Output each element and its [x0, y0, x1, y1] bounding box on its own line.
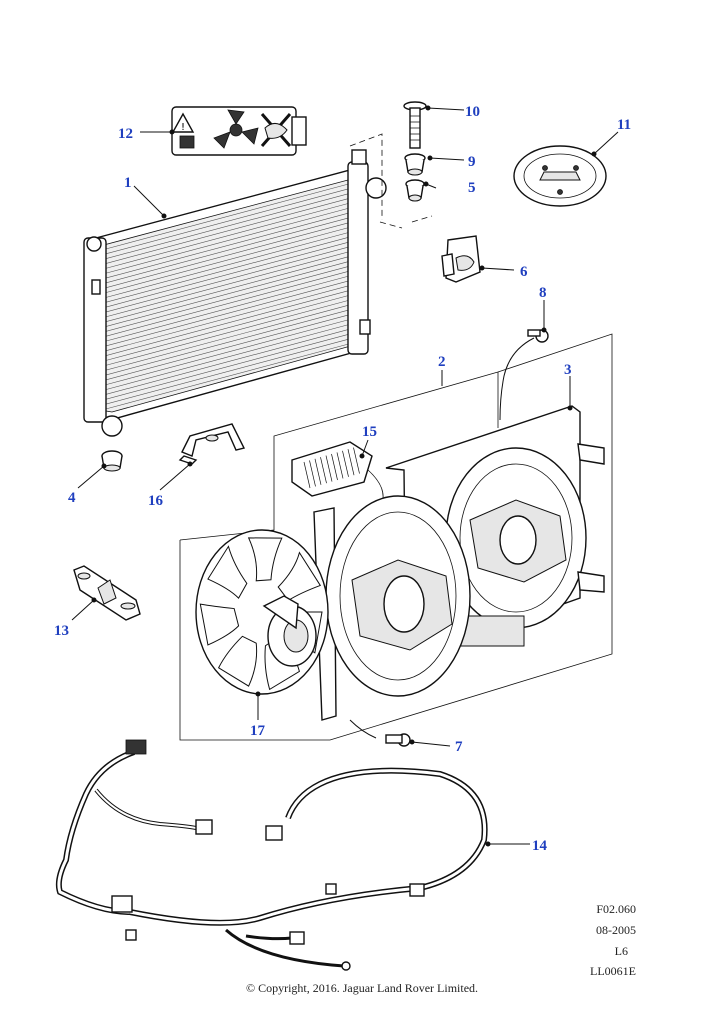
figure-level: L6: [614, 944, 628, 958]
callout-15: 15: [362, 424, 377, 440]
radiator-fin-line: [101, 317, 357, 387]
radiator-fin-line: [101, 210, 357, 280]
fan-blade: [277, 551, 322, 602]
figure-date: 08-2005: [596, 923, 636, 937]
callout-12: 12: [118, 126, 133, 142]
illustration-id: LL0061E: [590, 964, 636, 978]
callout-13: 13: [54, 623, 69, 639]
module-fin-line: [309, 460, 316, 487]
radiator-fin-line: [101, 288, 357, 357]
wiring-harness-part-14: [55, 739, 488, 971]
callout-4: 4: [68, 490, 76, 506]
radiator-fin-line: [101, 336, 357, 406]
clip-part-6: [441, 235, 481, 283]
radiator-fin-line: [101, 220, 357, 290]
grommet-part-9: [404, 153, 426, 176]
radiator-fin-line: [101, 186, 357, 256]
radiator-fin-line: [101, 293, 357, 362]
radiator-fin-line: [101, 235, 357, 304]
radiator-fin-line: [101, 230, 357, 299]
radiator-fin-line: [101, 332, 357, 401]
radiator-fin-line: [101, 268, 357, 338]
radiator-fin-line: [101, 278, 357, 348]
radiator-fin-line: [101, 249, 357, 319]
callout-17: 17: [250, 723, 266, 739]
radiator-fin-line: [101, 191, 357, 260]
callout-10: 10: [465, 104, 480, 120]
radiator-fin-line: [101, 302, 357, 372]
module-fin-line: [347, 449, 355, 476]
fan-blade: [217, 635, 258, 687]
radiator-fin-line: [101, 215, 357, 285]
module-fin-line: [353, 447, 360, 474]
fan-shroud-part-2: [313, 495, 471, 721]
callout-5: 5: [468, 180, 476, 196]
module-fin-line: [331, 453, 338, 481]
callout-2: 2: [438, 354, 446, 370]
callout-9: 9: [468, 154, 476, 170]
module-fin-line: [314, 458, 322, 485]
copyright-notice: © Copyright, 2016. Jaguar Land Rover Lim…: [245, 981, 479, 995]
radiator-fin-line: [101, 239, 357, 309]
radiator-fin-line: [101, 259, 357, 328]
radiator-fin-line: [101, 205, 357, 275]
module-fin-line: [320, 457, 327, 484]
module-fin-line: [336, 452, 344, 479]
leader-lines: [71, 105, 619, 847]
callout-14: 14: [532, 838, 548, 854]
module-fin-line: [342, 450, 349, 477]
radiator-fin-line: [101, 273, 357, 343]
radiator-fin-line: [101, 298, 357, 367]
radiator-fin-line: [101, 196, 357, 265]
radiator-fin-line: [101, 283, 357, 353]
radiator-fin-line: [101, 225, 357, 294]
callout-11: 11: [617, 117, 631, 133]
callout-1: 1: [124, 175, 132, 191]
radiator-fin-line: [101, 312, 357, 382]
radiator-fin-line: [101, 341, 357, 411]
callout-8: 8: [539, 285, 547, 301]
radiator-fin-line: [101, 244, 357, 314]
radiator-fin-line: [101, 201, 357, 270]
callout-7: 7: [455, 739, 463, 755]
fan-assembly-frame: [179, 333, 613, 741]
callout-6: 6: [520, 264, 528, 280]
disc-part-11: [513, 145, 607, 207]
grommet-part-5: [405, 179, 425, 202]
radiator-fin-line: [101, 322, 357, 391]
mount-part-13: [73, 565, 141, 621]
radiator-part: [83, 133, 433, 437]
radiator-fin-line: [101, 327, 357, 396]
radiator-fin-line: [101, 264, 357, 333]
callout-16: 16: [148, 493, 164, 509]
module-fin-line: [303, 461, 311, 489]
fan-blade-part-17: [195, 529, 329, 695]
figure-code: F02.060: [596, 902, 636, 916]
bolt-part-10: [403, 101, 427, 149]
callout-labels: 1 2 3 4 5 6 7 8 9 10 11 12 13 14 15 16 1…: [54, 104, 631, 854]
module-fin-line: [325, 455, 333, 482]
warning-label-part: !: [171, 106, 307, 156]
callout-3: 3: [564, 362, 572, 378]
bracket-part-16: [178, 423, 246, 465]
radiator-fin-line: [101, 307, 357, 377]
bolt-part-7: [385, 733, 411, 747]
radiator-fin-line: [101, 254, 357, 324]
radiator-fin-line: [101, 181, 357, 251]
fan-blade: [247, 537, 283, 582]
module-part-15: [291, 441, 384, 509]
fan-blade: [207, 545, 248, 599]
svg-text:!: !: [181, 122, 185, 133]
fan-blade: [199, 603, 240, 646]
